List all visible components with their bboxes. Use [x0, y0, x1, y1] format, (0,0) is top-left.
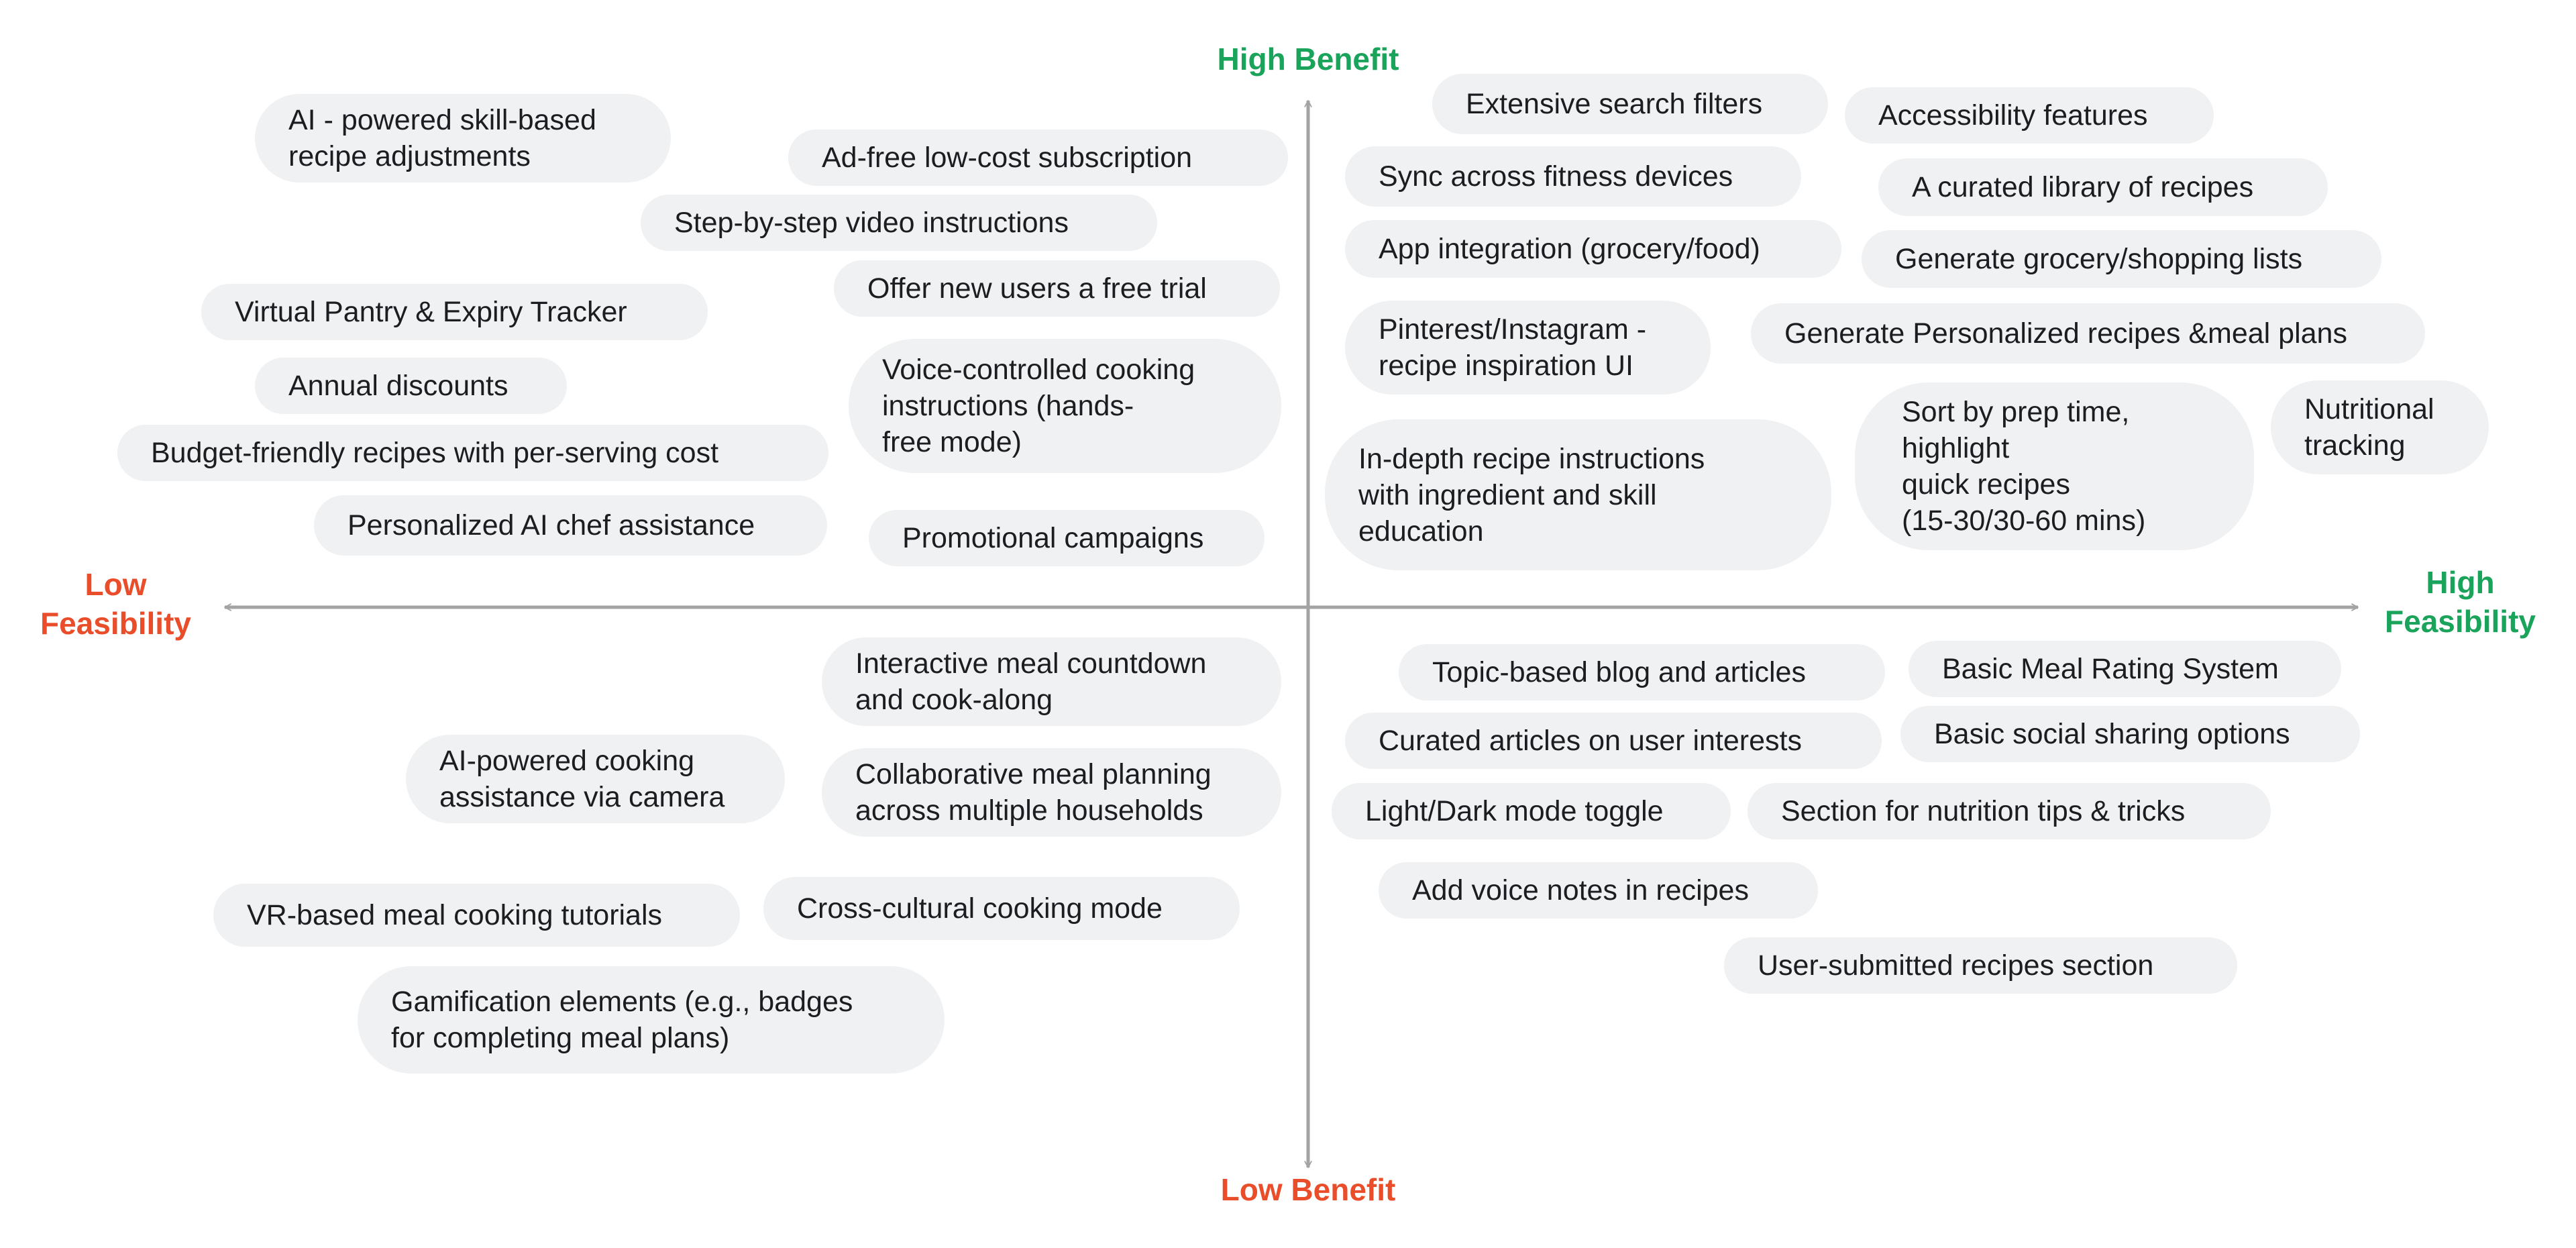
idea-pill: Promotional campaigns [869, 510, 1265, 566]
idea-pill: Topic-based blog and articles [1399, 644, 1885, 700]
idea-pill: Personalized AI chef assistance [314, 495, 827, 556]
idea-pill: VR-based meal cooking tutorials [213, 884, 740, 947]
high-benefit-label: High Benefit [1217, 42, 1399, 76]
idea-pill: Annual discounts [255, 358, 567, 414]
idea-pill: Curated articles on user interests [1345, 713, 1882, 769]
low-feasibility-label: Low Feasibility [40, 567, 191, 641]
idea-pill: User-submitted recipes section [1724, 937, 2237, 994]
idea-pill: Generate grocery/shopping lists [1862, 230, 2381, 288]
idea-pill: Accessibility features [1845, 87, 2214, 144]
idea-pill: Nutritional tracking [2271, 380, 2489, 474]
idea-pill: Gamification elements (e.g., badges for … [358, 966, 945, 1074]
idea-pill: Basic social sharing options [1900, 706, 2360, 762]
idea-pill: Section for nutrition tips & tricks [1748, 783, 2271, 839]
idea-pill: Add voice notes in recipes [1379, 862, 1818, 919]
idea-pill: Ad-free low-cost subscription [788, 129, 1288, 186]
idea-pill: Cross-cultural cooking mode [763, 877, 1240, 940]
idea-pill: In-depth recipe instructions with ingred… [1325, 419, 1831, 570]
idea-pill: Offer new users a free trial [834, 260, 1280, 317]
idea-pill: Sort by prep time, highlight quick recip… [1855, 382, 2254, 550]
low-benefit-label: Low Benefit [1220, 1172, 1396, 1207]
idea-pill: Budget-friendly recipes with per-serving… [117, 425, 828, 481]
idea-pill: AI - powered skill-based recipe adjustme… [255, 94, 671, 183]
idea-pill: Collaborative meal planning across multi… [822, 748, 1281, 837]
idea-pill: Generate Personalized recipes &meal plan… [1751, 303, 2425, 364]
idea-pill: Basic Meal Rating System [1909, 641, 2341, 697]
idea-pill: Step-by-step video instructions [641, 195, 1157, 251]
idea-pill: A curated library of recipes [1878, 158, 2328, 216]
idea-pill: Extensive search filters [1432, 74, 1828, 134]
idea-pill: App integration (grocery/food) [1345, 220, 1841, 278]
high-feasibility-label: High Feasibility [2385, 565, 2536, 639]
idea-pill: Light/Dark mode toggle [1332, 783, 1731, 839]
idea-pill: Interactive meal countdown and cook-alon… [822, 637, 1281, 726]
idea-pill: Sync across fitness devices [1345, 146, 1801, 207]
idea-pill: Voice-controlled cooking instructions (h… [849, 339, 1281, 473]
idea-pill: AI-powered cooking assistance via camera [406, 735, 785, 823]
idea-pill: Virtual Pantry & Expiry Tracker [201, 284, 708, 340]
idea-pill: Pinterest/Instagram - recipe inspiration… [1345, 301, 1711, 395]
